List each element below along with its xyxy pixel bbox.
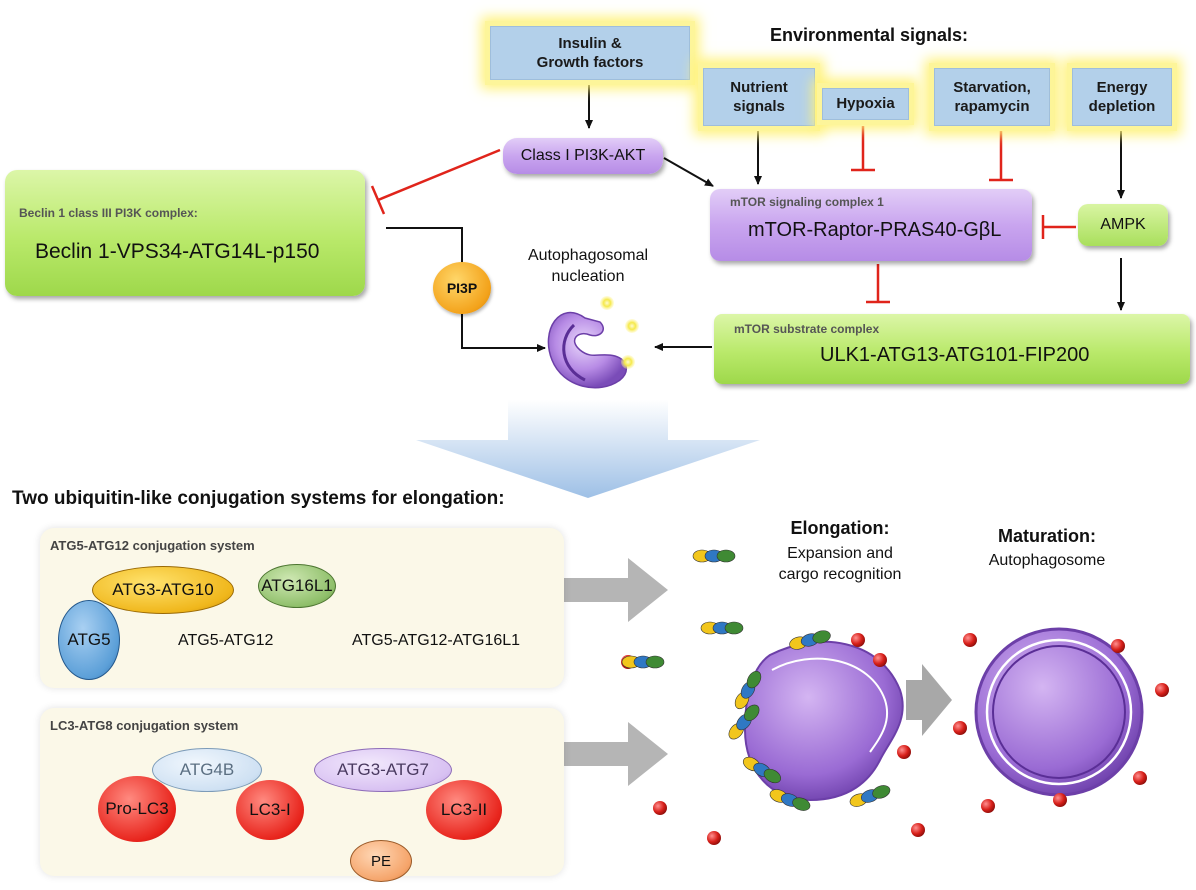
cargo-dot	[873, 653, 887, 667]
cargo-dot	[963, 633, 977, 647]
maturation-subtitle: Autophagosome	[988, 552, 1106, 569]
atg5-oval: ATG5	[58, 600, 120, 680]
ampk-box: AMPK	[1078, 204, 1168, 246]
cargo-dot	[1053, 793, 1067, 807]
cargo-dot	[707, 831, 721, 845]
energy-depletion-box: Energy depletion	[1072, 68, 1172, 126]
ubiquitin-like-cargo-icon	[742, 756, 782, 784]
ubiquitin-like-cargo-icon	[769, 789, 811, 811]
atg3-atg7-oval: ATG3-ATG7	[314, 748, 452, 792]
atg3-atg10-oval: ATG3-ATG10	[92, 566, 234, 614]
maturation-flow-arrow	[906, 664, 952, 736]
lc3-ii-oval: LC3-II	[426, 780, 502, 840]
atg5-atg12-panel-title: ATG5-ATG12 conjugation system	[50, 538, 255, 553]
ubiquitin-like-cargo-icon	[849, 785, 891, 807]
pe-oval: PE	[350, 840, 412, 882]
pro-lc3-oval: Pro-LC3	[98, 776, 176, 842]
cargo-dot	[981, 799, 995, 813]
cargo-dot	[653, 801, 667, 815]
ubiquitin-like-cargo-icon	[700, 621, 744, 635]
pi3p-node: PI3P	[433, 262, 491, 314]
nutrient-signals-box: Nutrient signals	[703, 68, 815, 126]
atg4b-oval: ATG4B	[152, 748, 262, 792]
atg16l1-oval: ATG16L1	[258, 564, 336, 608]
class-i-pi3k-akt-box: Class I PI3K-AKT	[503, 138, 663, 174]
mtorc1-name: mTOR-Raptor-PRAS40-GβL	[748, 219, 1002, 241]
nucleation-label: Autophagosomal nucleation	[527, 247, 649, 285]
ulk1-complex-title: mTOR substrate complex	[734, 322, 880, 336]
environmental-signals-title: Environmental signals:	[770, 25, 969, 45]
maturation-title: Maturation:	[998, 526, 1096, 546]
cargo-dot	[911, 823, 925, 837]
cargo-dot	[851, 633, 865, 647]
ubiquitin-like-cargo-icon	[734, 670, 762, 710]
lc3-atg8-panel-title: LC3-ATG8 conjugation system	[50, 718, 239, 733]
cargo-dot	[953, 721, 967, 735]
beclin-complex-box: Beclin 1 class III PI3K complex: Beclin …	[5, 170, 365, 296]
beclin-complex-name: Beclin 1-VPS34-ATG14L-p150	[35, 240, 320, 263]
downward-flow-arrow	[416, 400, 760, 498]
elongation-title: Elongation:	[790, 518, 890, 538]
starvation-rapamycin-box: Starvation, rapamycin	[934, 68, 1050, 126]
beclin-complex-title: Beclin 1 class III PI3K complex:	[19, 206, 198, 220]
cargo-dot	[1155, 683, 1169, 697]
elongation-flow-arrow	[530, 558, 668, 622]
ubiquitin-like-cargo-icon	[621, 655, 665, 669]
insulin-growth-factors-box: Insulin & Growth factors	[490, 26, 690, 80]
mtorc1-box: mTOR signaling complex 1 mTOR-Raptor-PRA…	[710, 189, 1032, 261]
ulk1-complex-box: mTOR substrate complex ULK1-ATG13-ATG101…	[714, 314, 1190, 384]
elongation-systems-heading: Two ubiquitin-like conjugation systems f…	[12, 488, 505, 509]
cargo-dot	[1111, 639, 1125, 653]
ulk1-complex-name: ULK1-ATG13-ATG101-FIP200	[820, 344, 1090, 366]
cargo-dot	[897, 745, 911, 759]
lc3-i-oval: LC3-I	[236, 780, 304, 840]
autophagosome-icon	[974, 627, 1144, 797]
ubiquitin-like-cargo-icon	[789, 630, 831, 650]
atg5-atg12-atg16l1-label: ATG5-ATG12-ATG16L1	[352, 632, 521, 649]
nucleation-vesicle-icon	[547, 296, 639, 389]
atg5-atg12-label: ATG5-ATG12	[178, 632, 274, 649]
ubiquitin-like-cargo-icon	[728, 704, 760, 740]
cargo-dot	[1133, 771, 1147, 785]
elongation-subtitle: Expansion and cargo recognition	[778, 545, 902, 583]
hypoxia-box: Hypoxia	[822, 88, 909, 120]
ubiquitin-like-cargo-icon	[692, 549, 736, 563]
mtorc1-title: mTOR signaling complex 1	[730, 195, 884, 209]
lc3-flow-arrow	[530, 722, 668, 786]
elongating-phagophore-icon	[743, 640, 904, 802]
